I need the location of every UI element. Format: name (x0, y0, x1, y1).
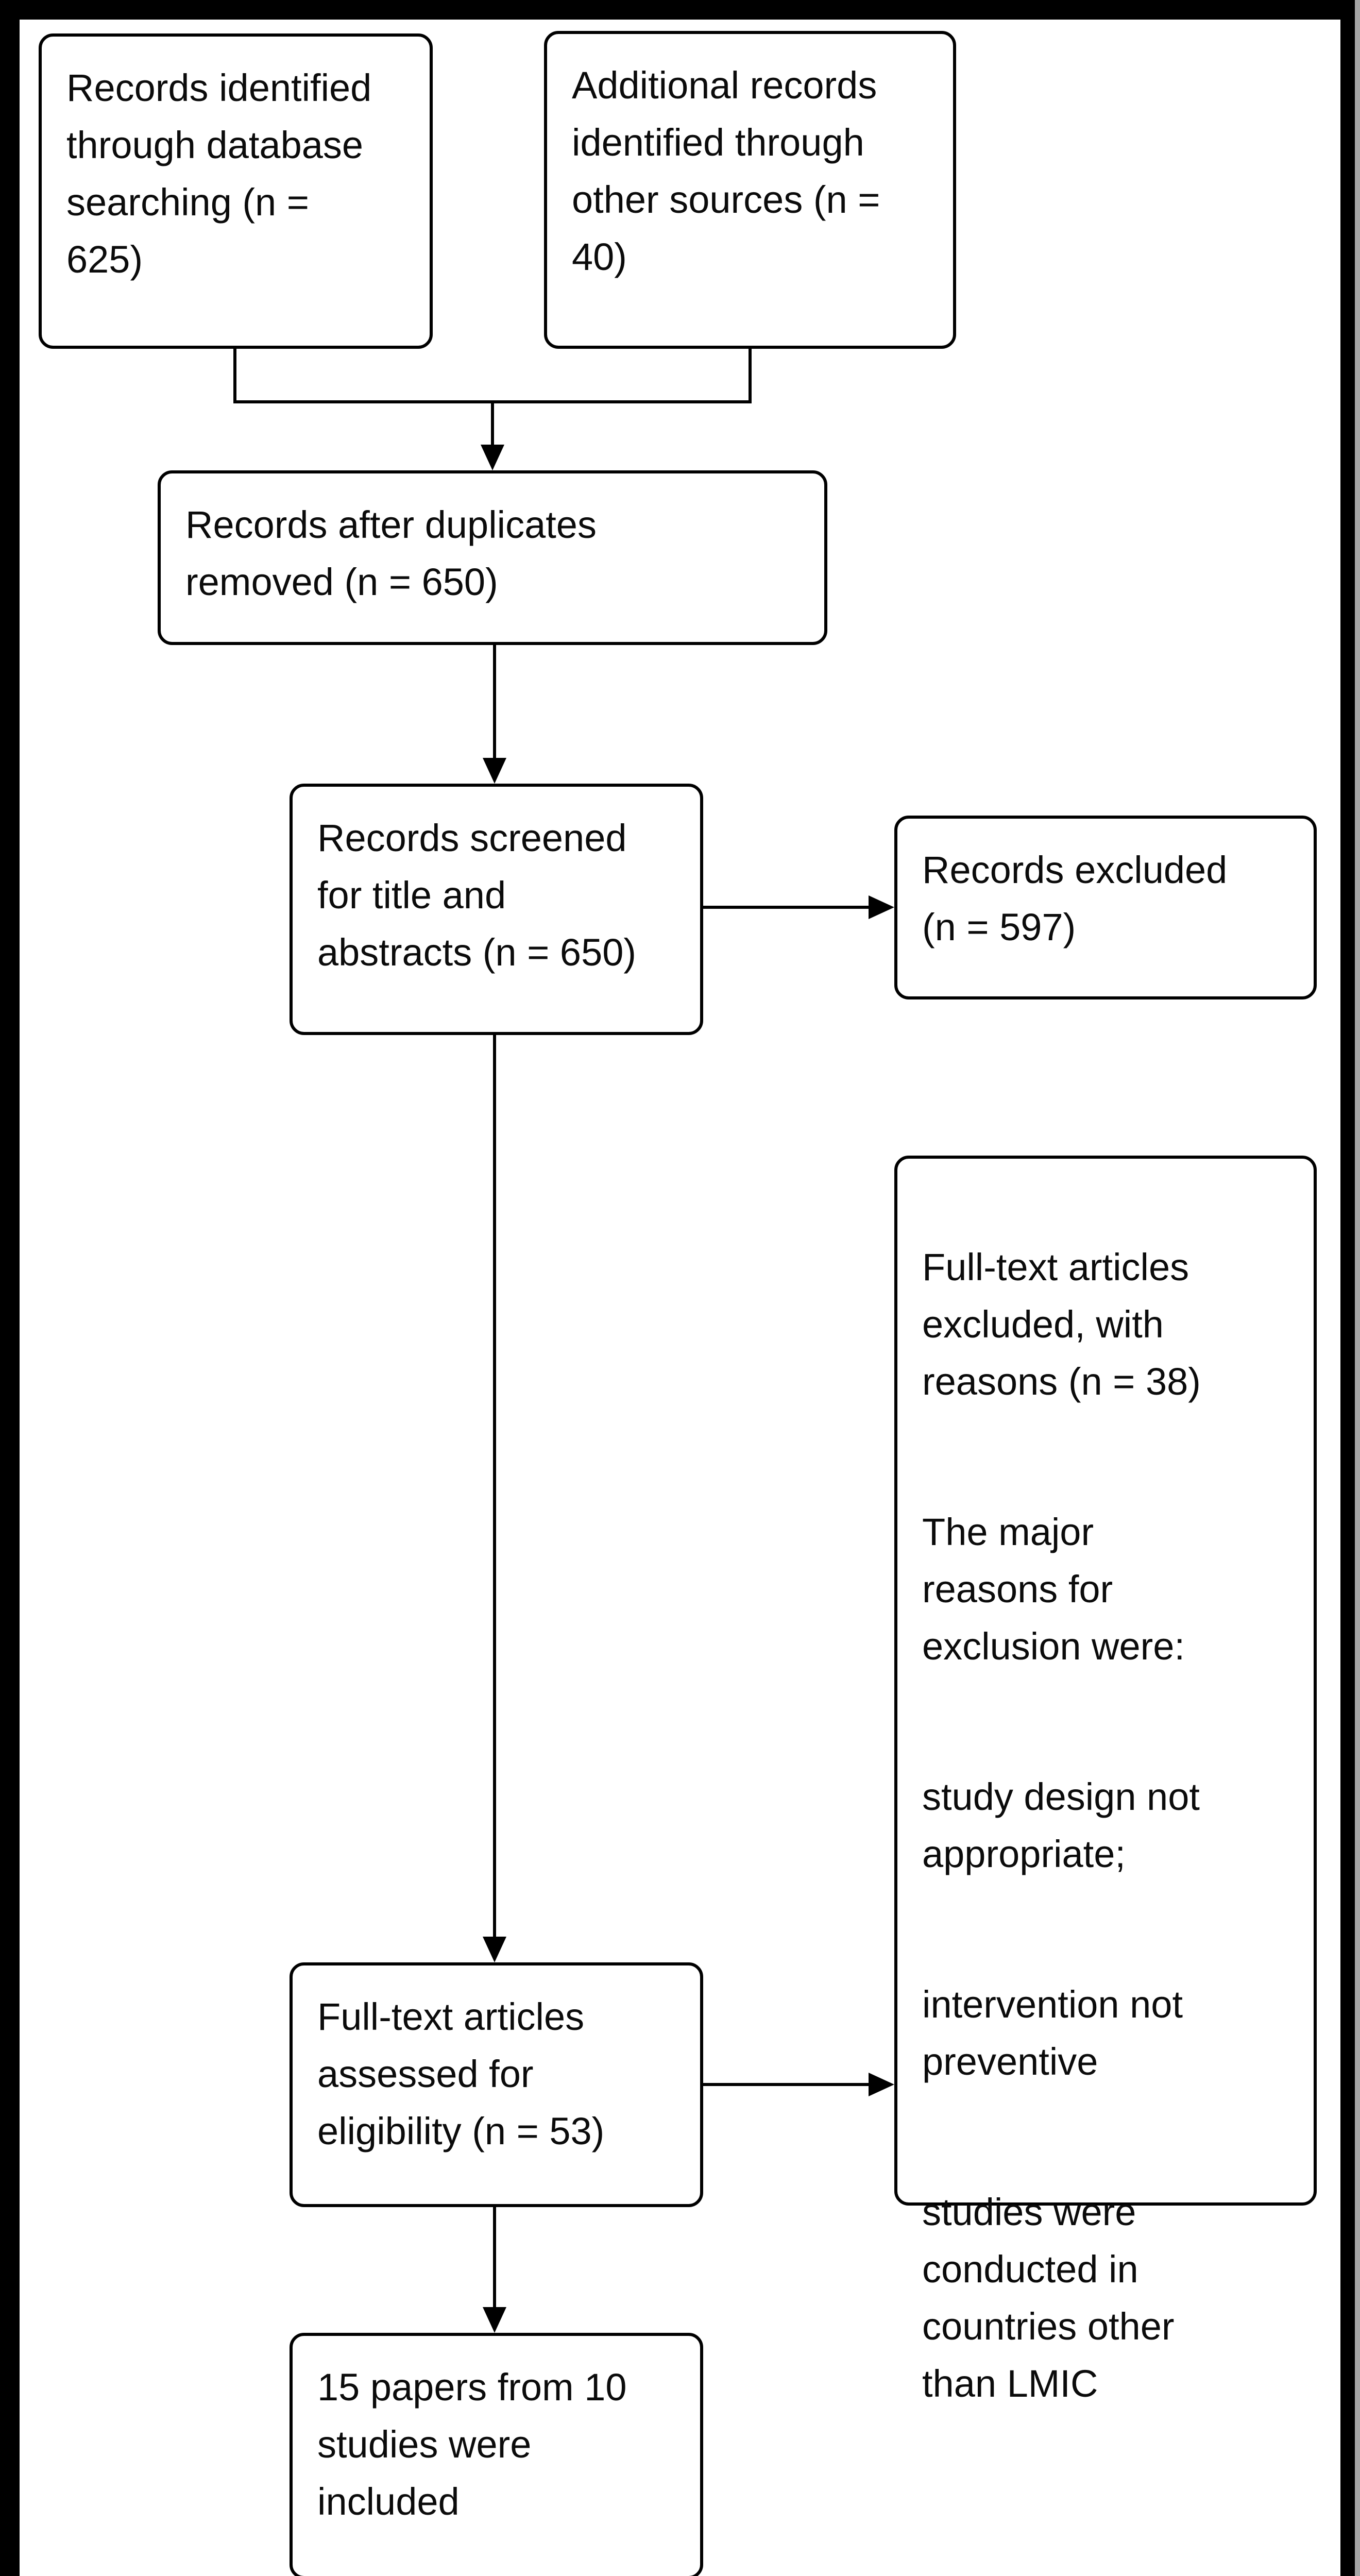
arrow-to-included-head-icon (483, 2307, 506, 2333)
arrow-to-fulltext-assessed-head-icon (483, 1937, 506, 1962)
arrow-screened-to-excluded-line (703, 906, 871, 909)
fulltext-excluded-paragraph: Full-text articles excluded, with reason… (922, 1246, 1201, 1403)
box-records-screened: Records screened for title and abstracts… (290, 784, 703, 1035)
right-edge-shadow (1355, 0, 1360, 2576)
box-included-studies: 15 papers from 10 studies were included (290, 2333, 703, 2576)
fulltext-excluded-paragraph: study design not appropriate; (922, 1775, 1200, 1875)
box-fulltext-articles-assessed: Full-text articles assessed for eligibil… (290, 1962, 703, 2207)
arrow-to-after-duplicates-line (491, 400, 494, 447)
arrow-screened-to-excluded-head-icon (869, 895, 894, 919)
fulltext-excluded-paragraph: The major reasons for exclusion were: (922, 1511, 1185, 1668)
box-records-excluded: Records excluded (n = 597) (894, 816, 1317, 999)
box-additional-records-other-sources: Additional records identified through ot… (544, 31, 956, 349)
connector-merge-left-stub (233, 349, 236, 402)
fulltext-excluded-paragraph: studies were conducted in countries othe… (922, 2191, 1175, 2405)
arrow-to-fulltext-assessed-line (493, 1035, 496, 1939)
arrow-to-included-line (493, 2207, 496, 2310)
connector-merge-right-stub (749, 349, 752, 402)
fulltext-excluded-paragraph: intervention not preventive (922, 1983, 1183, 2083)
arrow-to-after-duplicates-head-icon (481, 445, 504, 470)
arrow-assessed-to-excluded-line (703, 2083, 871, 2086)
box-records-identified-database: Records identified through database sear… (39, 33, 433, 349)
box-records-after-duplicates-removed: Records after duplicates removed (n = 65… (158, 470, 827, 645)
arrow-assessed-to-excluded-head-icon (869, 2073, 894, 2096)
box-fulltext-articles-excluded: Full-text articles excluded, with reason… (894, 1156, 1317, 2405)
arrow-to-screened-head-icon (483, 758, 506, 784)
arrow-to-screened-line (493, 645, 496, 760)
